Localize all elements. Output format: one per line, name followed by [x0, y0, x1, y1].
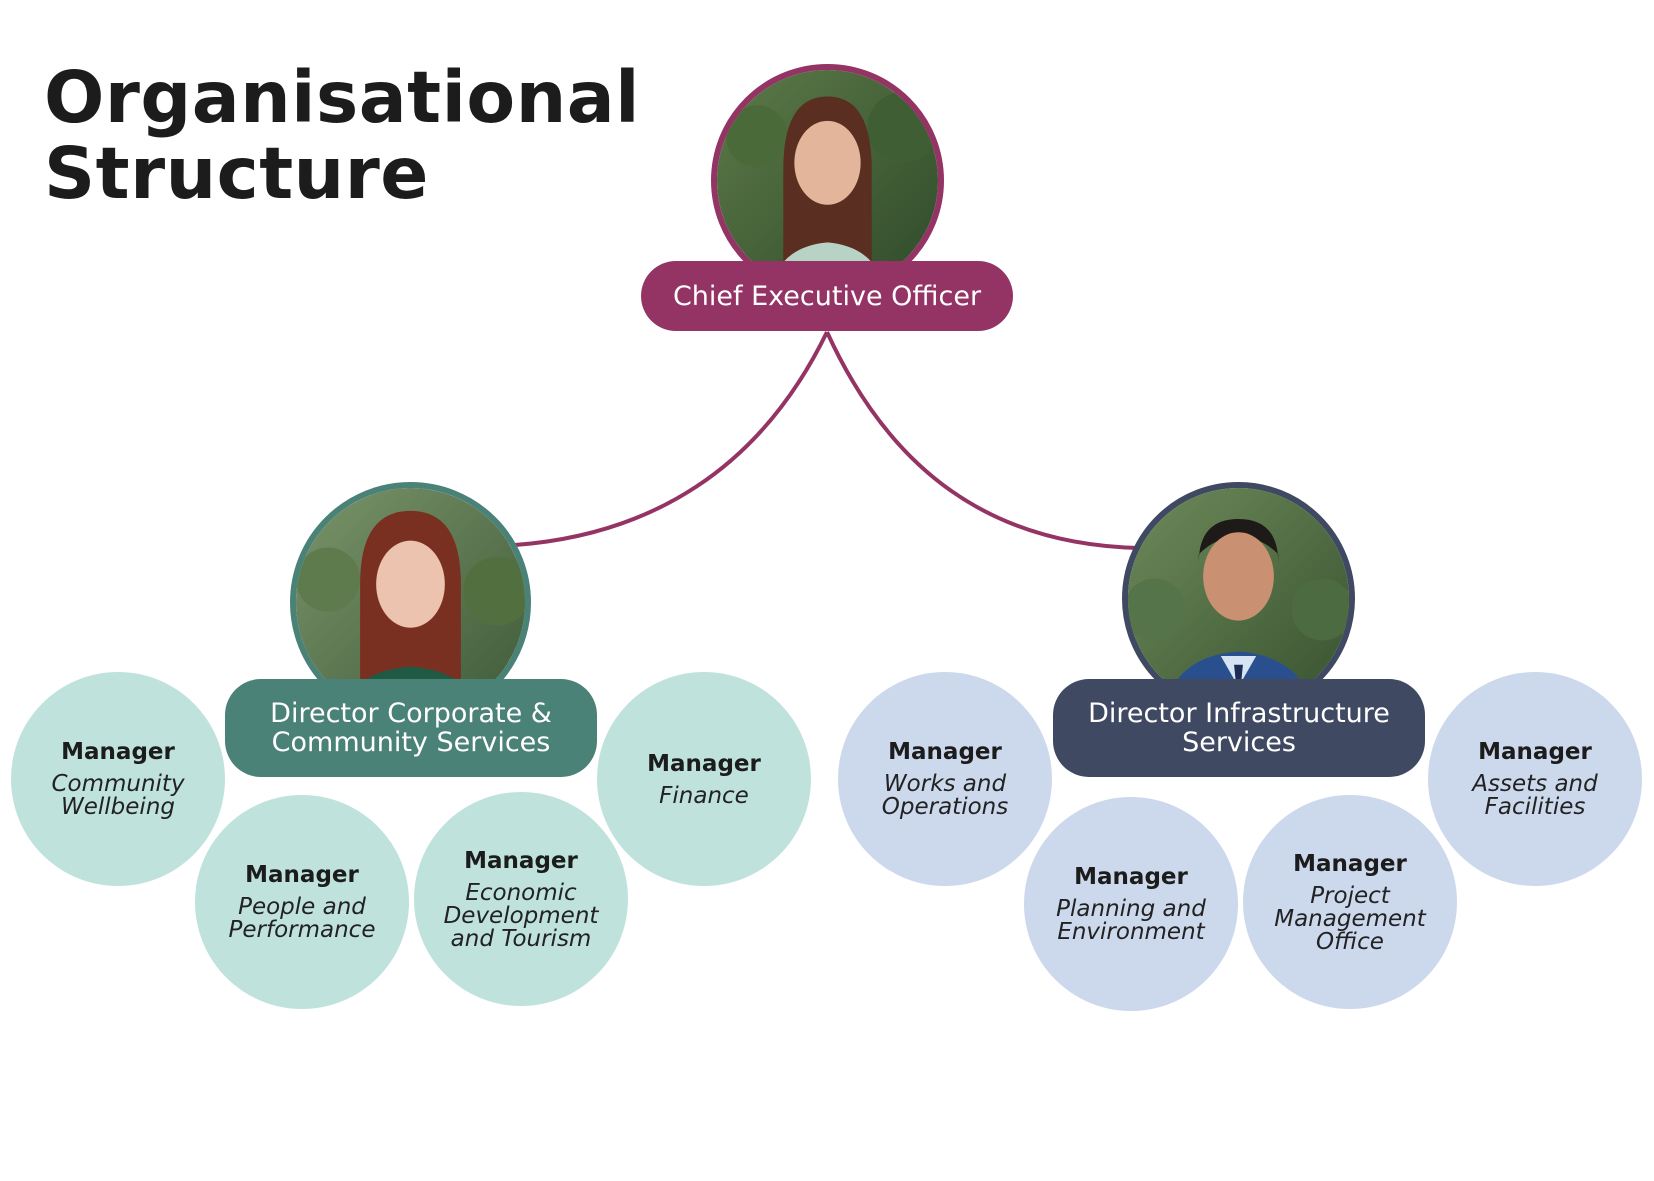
manager-title: Manager [245, 862, 359, 888]
manager-assets-and-facilities: Manager Assets and Facilities [1428, 672, 1642, 886]
connector-ceo-to-corporate-director [514, 331, 829, 547]
portrait-photo-icon [1128, 488, 1349, 709]
portrait-photo-icon [296, 488, 525, 717]
infrastructure-director-role-label: Director Infrastructure Services [1088, 698, 1390, 758]
manager-area: Community Wellbeing [51, 771, 185, 820]
ceo-role-label: Chief Executive Officer [672, 280, 982, 312]
corporate-director-photo [290, 482, 531, 723]
manager-title: Manager [1074, 864, 1188, 890]
manager-area: Works and Operations [881, 771, 1009, 820]
manager-planning-and-environment: Manager Planning and Environment [1024, 797, 1238, 1011]
manager-area: Project Management Office [1274, 882, 1426, 955]
corporate-director-role-label: Director Corporate & Community Services [270, 698, 552, 758]
page-title-line-2: Structure [44, 132, 429, 215]
infrastructure-director-role-pill: Director Infrastructure Services [1053, 679, 1425, 777]
manager-title: Manager [464, 847, 578, 874]
manager-people-and-performance: Manager People and Performance [195, 795, 409, 1009]
manager-area: Economic Development and Tourism [443, 879, 599, 952]
manager-community-wellbeing: Manager Community Wellbeing [11, 672, 225, 886]
manager-area: People and Performance [228, 894, 376, 943]
manager-title: Manager [61, 739, 175, 765]
page-title-line-1: Organisational [44, 56, 641, 139]
manager-area: Finance [659, 782, 749, 809]
manager-title: Manager [647, 750, 761, 777]
manager-economic-development-and-tourism: Manager Economic Development and Tourism [414, 792, 628, 1006]
manager-project-management-office: Manager Project Management Office [1243, 795, 1457, 1009]
manager-finance: Manager Finance [597, 672, 811, 886]
manager-title: Manager [888, 739, 1002, 765]
manager-works-and-operations: Manager Works and Operations [838, 672, 1052, 886]
manager-area: Planning and Environment [1056, 896, 1206, 945]
manager-title: Manager [1478, 739, 1592, 765]
ceo-role-pill: Chief Executive Officer [641, 261, 1013, 331]
manager-area: Assets and Facilities [1472, 771, 1598, 820]
portrait-photo-icon [717, 70, 938, 291]
connector-ceo-to-infrastructure-director [825, 331, 1141, 550]
manager-title: Manager [1293, 850, 1407, 877]
ceo-photo [711, 64, 944, 297]
corporate-director-role-pill: Director Corporate & Community Services [225, 679, 597, 777]
page-title: Organisational Structure [44, 60, 640, 212]
